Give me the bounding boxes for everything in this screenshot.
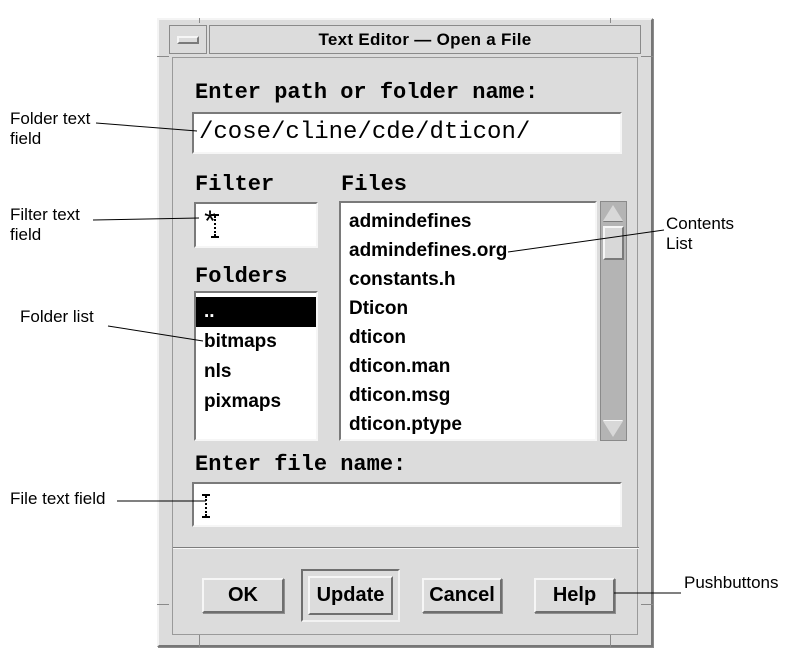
scrollbar-thumb[interactable] — [603, 226, 624, 260]
path-input[interactable]: /cose/cline/cde/dticon/ — [192, 112, 622, 154]
file-list-item[interactable]: constants.h — [349, 269, 456, 290]
callout-contents-list: Contents List — [666, 214, 735, 254]
ok-button[interactable]: OK — [202, 578, 284, 613]
frame-notch — [157, 56, 169, 57]
frame-notch — [641, 56, 653, 57]
file-list-item[interactable]: dticon — [349, 327, 406, 348]
filter-label: Filter — [195, 172, 275, 197]
cancel-button[interactable]: Cancel — [422, 578, 502, 613]
title-bar[interactable]: Text Editor — Open a File — [169, 25, 641, 54]
frame-notch — [199, 635, 200, 647]
folder-list-item[interactable]: nls — [204, 361, 232, 382]
frame-notch — [641, 604, 653, 605]
folder-list-item[interactable]: pixmaps — [204, 391, 282, 412]
default-button-frame: Update — [301, 569, 400, 622]
dialog-window: Text Editor — Open a File Enter path or … — [157, 18, 653, 647]
scroll-up-icon[interactable] — [603, 205, 623, 221]
scroll-down-icon[interactable] — [603, 421, 623, 437]
path-value: /cose/cline/cde/dticon/ — [199, 119, 531, 146]
files-label: Files — [341, 172, 408, 197]
file-list-item[interactable]: admindefines — [349, 211, 472, 232]
files-list[interactable]: admindefines admindefines.org constants.… — [339, 201, 597, 441]
title-area[interactable]: Text Editor — Open a File — [209, 25, 641, 54]
file-list-item[interactable]: dticon.msg — [349, 385, 451, 406]
filter-input[interactable]: * — [194, 202, 318, 248]
frame-notch — [157, 604, 169, 605]
folders-label: Folders — [195, 264, 288, 289]
update-button[interactable]: Update — [308, 576, 393, 615]
file-list-item[interactable]: dticon.ptype — [349, 414, 462, 435]
help-button[interactable]: Help — [534, 578, 615, 613]
file-list-item[interactable]: dticon.man — [349, 356, 451, 377]
callout-file-text-field: File text field — [10, 489, 106, 508]
frame-notch — [199, 18, 200, 23]
window-menu-icon — [177, 35, 199, 44]
callout-filter-text-field: Filter text field — [10, 205, 80, 245]
folder-list-item[interactable]: .. — [196, 297, 316, 327]
folder-list-item[interactable]: bitmaps — [204, 331, 277, 352]
text-cursor-icon — [211, 214, 219, 238]
file-list-item[interactable]: Dticon — [349, 298, 409, 319]
files-scrollbar[interactable] — [600, 201, 627, 441]
separator — [173, 547, 639, 549]
dialog-client-area: Enter path or folder name: /cose/cline/c… — [172, 57, 639, 635]
file-name-label: Enter file name: — [195, 452, 407, 477]
folders-list[interactable]: .. bitmaps nls pixmaps — [194, 291, 318, 441]
window-title: Text Editor — Open a File — [318, 29, 532, 49]
callout-folder-list: Folder list — [20, 307, 94, 326]
file-name-input[interactable] — [192, 482, 622, 527]
path-label: Enter path or folder name: — [195, 80, 539, 105]
file-list-item[interactable]: admindefines.org — [349, 240, 508, 261]
text-cursor-icon — [202, 494, 210, 518]
callout-pushbuttons: Pushbuttons — [684, 573, 779, 592]
frame-notch — [610, 635, 611, 647]
window-menu-button[interactable] — [169, 25, 207, 54]
callout-folder-text-field: Folder text field — [10, 109, 91, 149]
frame-notch — [610, 18, 611, 23]
